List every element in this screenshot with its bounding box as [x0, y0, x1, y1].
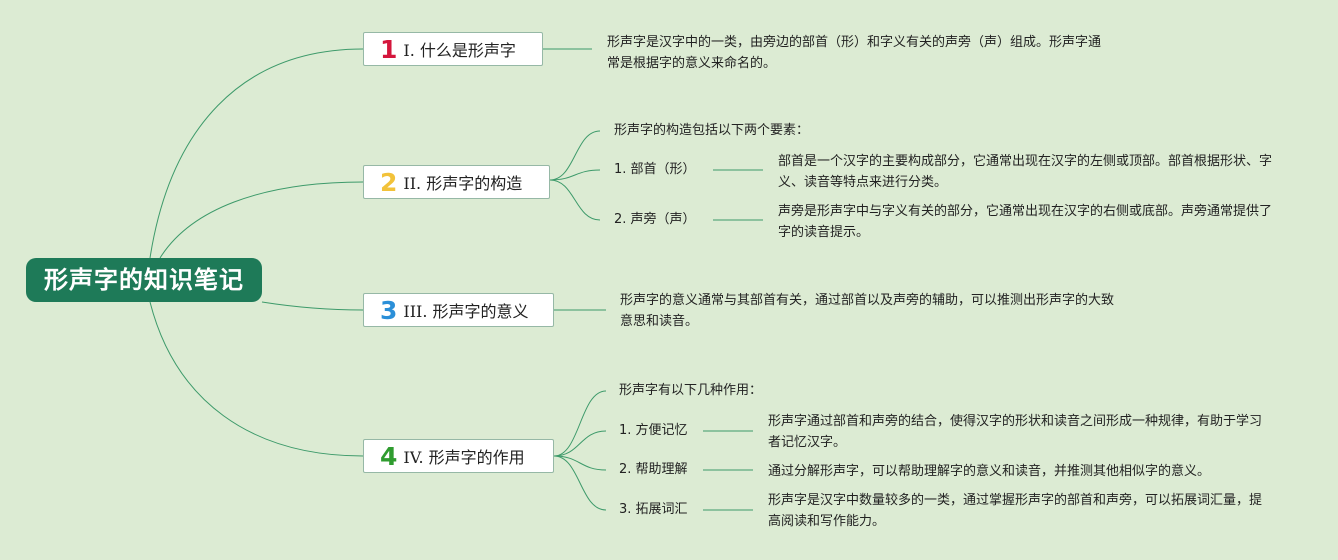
topic-4-item-1-label[interactable]: 1. 方便记忆 — [619, 423, 688, 438]
topic-4-item-2-description: 通过分解形声字，可以帮助理解字的意义和读音，并推测其他相似字的意义。 — [768, 464, 1211, 479]
topic-1[interactable]: 1 I. 什么是形声字 — [363, 32, 543, 66]
topic-2-item-2-label[interactable]: 2. 声旁（声） — [614, 212, 696, 227]
topic-2-item-1-description: 部首是一个汉字的主要构成部分，它通常出现在汉字的左侧或顶部。部首根据形状、字义、… — [778, 154, 1273, 190]
number-3-icon: 3 — [380, 295, 398, 325]
topic-2-intro: 形声字的构造包括以下两个要素： — [614, 123, 810, 138]
topic-2-title: II. 形声字的构造 — [403, 174, 523, 193]
topic-4-item-2-label[interactable]: 2. 帮助理解 — [619, 462, 688, 477]
topic-4-item-1-description: 形声字通过部首和声旁的结合，使得汉字的形状和读音之间形成一种规律，有助于学习者记… — [768, 414, 1263, 450]
topic-2[interactable]: 2 II. 形声字的构造 — [363, 165, 550, 199]
topic-3-title: III. 形声字的意义 — [403, 302, 529, 321]
number-2-icon: 2 — [380, 167, 398, 197]
topic-1-title: I. 什么是形声字 — [403, 41, 516, 60]
topic-4-item-3-description: 形声字是汉字中数量较多的一类，通过掌握形声字的部首和声旁，可以拓展词汇量，提高阅… — [768, 493, 1263, 529]
topic-3[interactable]: 3 III. 形声字的意义 — [363, 293, 554, 327]
number-1-icon: 1 — [380, 34, 398, 64]
topic-4[interactable]: 4 IV. 形声字的作用 — [363, 439, 554, 473]
root-topic[interactable]: 形声字的知识笔记 — [26, 258, 262, 302]
number-4-icon: 4 — [380, 441, 398, 471]
topic-4-item-3-label[interactable]: 3. 拓展词汇 — [619, 502, 688, 517]
topic-4-title: IV. 形声字的作用 — [403, 448, 525, 467]
topic-3-description: 形声字的意义通常与其部首有关，通过部首以及声旁的辅助，可以推测出形声字的大致意思… — [620, 293, 1115, 329]
topic-1-description: 形声字是汉字中的一类，由旁边的部首（形）和字义有关的声旁（声）组成。形声字通常是… — [607, 35, 1102, 71]
topic-4-intro: 形声字有以下几种作用： — [619, 383, 763, 398]
topic-2-item-1-label[interactable]: 1. 部首（形） — [614, 162, 696, 177]
topic-2-item-2-description: 声旁是形声字中与字义有关的部分，它通常出现在汉字的右侧或底部。声旁通常提供了字的… — [778, 204, 1273, 240]
